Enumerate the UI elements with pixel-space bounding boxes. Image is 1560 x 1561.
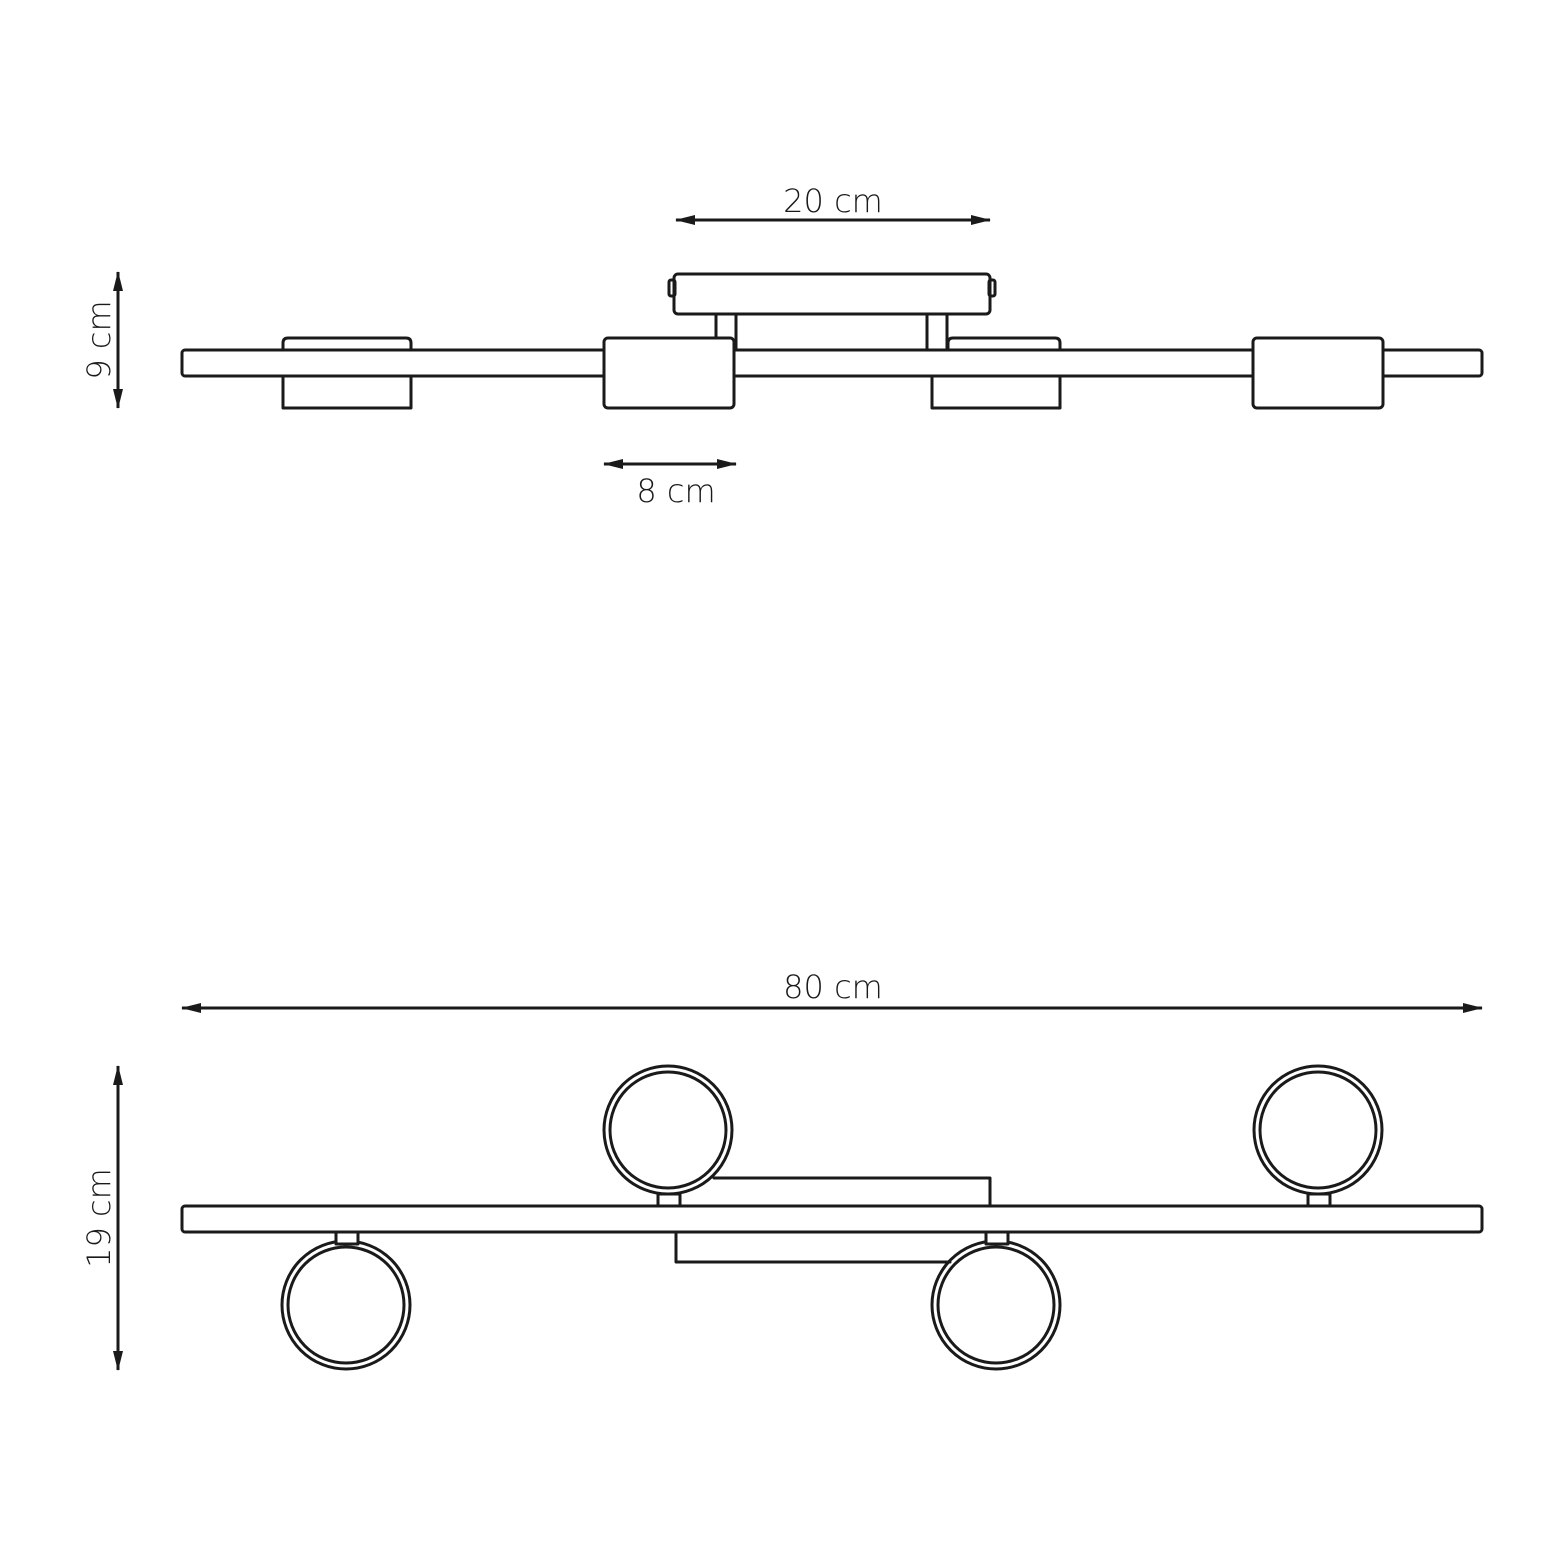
canopy-cap-left (667, 278, 677, 298)
spot-head-2 (602, 1064, 734, 1208)
canopy-cap-right (987, 278, 997, 298)
spot-lamp-1 (281, 336, 413, 410)
width-label: 19 cm (80, 1168, 118, 1268)
support-post-right (925, 312, 949, 352)
spot-head-1 (280, 1230, 412, 1371)
spot-head-3 (930, 1230, 1062, 1371)
mounting-bar (180, 348, 1484, 378)
canopy-outline-lower (674, 1230, 952, 1264)
spot-width-label: 8 cm (636, 472, 715, 510)
side-view (180, 272, 1484, 410)
canopy-plate (672, 272, 992, 316)
mounting-bar-top (180, 1204, 1484, 1234)
top-view (180, 1064, 1484, 1371)
spot-lamp-2 (602, 336, 736, 410)
spot-lamp-3 (930, 336, 1062, 410)
spot-lamp-4 (1251, 336, 1385, 410)
top-view-dimensions (113, 1003, 1483, 1371)
canopy-outline-upper (712, 1176, 992, 1208)
canopy-width-label: 20 cm (783, 182, 883, 220)
height-label: 9 cm (80, 300, 118, 379)
spot-head-4 (1252, 1064, 1384, 1208)
side-view-dimensions (113, 215, 991, 469)
length-label: 80 cm (783, 968, 883, 1006)
